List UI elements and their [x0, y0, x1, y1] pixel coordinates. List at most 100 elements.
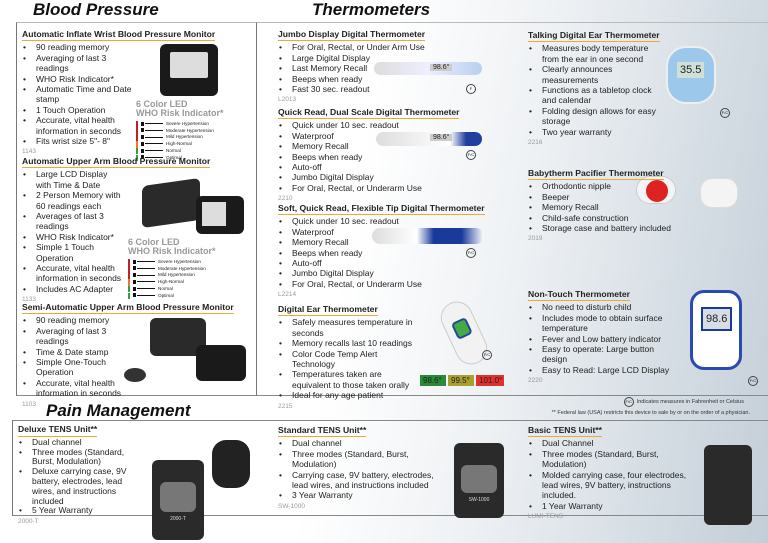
feature-item: Jumbo Digital Display: [278, 268, 374, 279]
feature-item: Automatic Time and Date stamp: [22, 84, 134, 105]
risk-color-segment: [128, 279, 130, 286]
feature-item: Memory Recall: [278, 141, 349, 152]
footnote-fc: Indicates measures in Fahrenheit or Cels…: [636, 399, 744, 405]
feature-item: Orthodontic nipple: [528, 181, 611, 192]
feature-list: Large LCD Display with Time & Date2 Pers…: [22, 169, 122, 294]
product-code: 2220: [528, 377, 543, 385]
flexible-thermometer-image: [372, 228, 484, 244]
feature-item: 90 reading memory: [22, 315, 109, 326]
product-code: 1143: [22, 148, 36, 156]
feature-item: No need to disturb child: [528, 302, 631, 313]
feature-item: Dual channel: [18, 437, 82, 448]
feature-item: Beeper: [528, 192, 569, 203]
product-title: Basic TENS Unit**: [528, 425, 603, 438]
product-p2: Standard TENS Unit**Dual channelThree mo…: [278, 425, 446, 512]
product-code: 2216: [528, 139, 543, 147]
risk-level: Normal: [133, 286, 173, 292]
fahrenheit-celsius-icon: F/C: [466, 150, 476, 160]
risk-color-segment: [136, 154, 138, 162]
feature-item: Averaging of last 3 readings: [22, 326, 138, 347]
product-bp3: Semi-Automatic Upper Arm Blood Pressure …: [22, 302, 234, 410]
feature-list: Dual channelThree modes (Standard, Burst…: [18, 437, 146, 516]
feature-item: Dual channel: [278, 438, 342, 449]
product-code: L2214: [278, 291, 297, 299]
feature-list: No need to disturb childIncludes mode to…: [528, 302, 674, 375]
feature-item: Last Memory Recall: [278, 63, 367, 74]
fahrenheit-celsius-icon: F/C: [720, 108, 730, 118]
risk-color-segment: [128, 285, 130, 293]
risk-color-segment: [128, 265, 130, 273]
feature-item: Averaging of last 3 readings: [22, 53, 134, 74]
feature-item: Memory recalls last 10 readings: [278, 338, 412, 349]
feature-list: Safely measures temperature in secondsMe…: [278, 317, 418, 401]
temp-fever: 101.0°: [476, 375, 504, 386]
risk-indicator-2: 6 Color LED WHO Risk Indicator* Severe H…: [128, 238, 228, 300]
feature-item: Auto-off: [278, 162, 322, 173]
risk-color-segment: [136, 127, 138, 135]
risk-level: Severe Hypertension: [133, 259, 201, 265]
product-code: LUMI-TENS: [528, 513, 564, 521]
feature-list: Quick under 10 sec. readoutWaterproofMem…: [278, 216, 448, 289]
section-title-blood-pressure: Blood Pressure: [33, 0, 159, 19]
product-t7: Non-Touch ThermometerNo need to disturb …: [528, 289, 674, 387]
risk-level: High-Normal: [133, 279, 184, 285]
feature-item: Easy to Read: Large LCD Display: [528, 365, 669, 376]
feature-item: Storage case and battery included: [528, 223, 671, 234]
risk-level: Mild Hypertension: [133, 272, 195, 278]
feature-item: Ideal for any age patient: [278, 390, 383, 401]
feature-item: Beeps when ready: [278, 152, 362, 163]
product-bp2: Automatic Upper Arm Blood Pressure Monit…: [22, 156, 211, 306]
fahrenheit-icon: F: [466, 84, 476, 94]
feature-list: Orthodontic nippleBeeperMemory RecallChi…: [528, 181, 671, 233]
feature-item: Safely measures temperature in seconds: [278, 317, 418, 338]
product-title: Jumbo Display Digital Thermometer: [278, 29, 426, 42]
feature-item: 1 Year Warranty: [528, 501, 603, 512]
feature-item: Easy to operate: Large button design: [528, 344, 674, 365]
feature-item: Three modes (Standard, Burst, Modulation…: [528, 449, 693, 470]
semi-monitor-image: [196, 345, 246, 381]
product-code: SW-1000: [278, 502, 305, 510]
standard-tens-label: SW-1000: [468, 497, 490, 503]
product-title: Quick Read, Dual Scale Digital Thermomet…: [278, 107, 460, 120]
wrist-monitor-image: [160, 44, 218, 96]
risk-level-label: Moderate Hypertension: [137, 266, 206, 271]
risk-level-label: Optimal: [145, 155, 182, 160]
feature-item: Waterproof: [278, 227, 334, 238]
non-touch-display: 98.6: [701, 307, 733, 331]
risk-level: Moderate Hypertension: [133, 266, 206, 272]
risk-subtitle: WHO Risk Indicator*: [128, 246, 216, 256]
fahrenheit-celsius-icon: F/C: [466, 248, 476, 258]
feature-item: Jumbo Digital Display: [278, 172, 374, 183]
footnote-fc-row: F/C Indicates measures in Fahrenheit or …: [623, 397, 744, 407]
risk-level-label: Severe Hypertension: [137, 259, 201, 264]
product-bp1: Automatic Inflate Wrist Blood Pressure M…: [22, 29, 216, 158]
risk-level: Severe Hypertension: [141, 121, 209, 127]
feature-item: WHO Risk Indicator*: [22, 74, 114, 85]
feature-item: Averages of last 3 readings: [22, 211, 122, 232]
risk-level-label: High-Normal: [145, 141, 192, 146]
product-code: 1133: [22, 296, 36, 304]
feature-item: Three modes (Standard, Burst, Modulation…: [278, 449, 446, 470]
feature-item: Fever and Low battery indicator: [528, 334, 661, 345]
fahrenheit-celsius-icon: F/C: [482, 350, 492, 360]
product-code: L2013: [278, 96, 297, 104]
feature-list: Measures body temperature from the ear i…: [528, 43, 662, 137]
feature-item: Measures body temperature from the ear i…: [528, 43, 662, 64]
product-title: Digital Ear Thermometer: [278, 304, 378, 317]
feature-item: Memory Recall: [528, 202, 599, 213]
feature-item: Waterproof: [278, 131, 334, 142]
feature-item: Quick under 10 sec. readout: [278, 216, 399, 227]
feature-item: For Oral, Rectal, or Under Arm Use: [278, 42, 425, 53]
risk-indicator-1: 6 Color LED WHO Risk Indicator* Severe H…: [136, 100, 236, 162]
product-title: Automatic Upper Arm Blood Pressure Monit…: [22, 156, 211, 169]
pacifier-case-image: [700, 178, 738, 208]
feature-item: Large Digital Display: [278, 53, 370, 64]
section-title-pain-management: Pain Management: [46, 401, 191, 420]
feature-item: Three modes (Standard, Burst, Modulation…: [18, 447, 146, 468]
risk-level-label: Mild Hypertension: [137, 272, 195, 277]
risk-level: Moderate Hypertension: [141, 128, 214, 134]
thermometers-panel: [256, 22, 768, 396]
feature-item: Carrying case, 9V battery, electrodes, l…: [278, 470, 446, 491]
dual-scale-thermometer-image: 98.6°: [376, 132, 482, 146]
